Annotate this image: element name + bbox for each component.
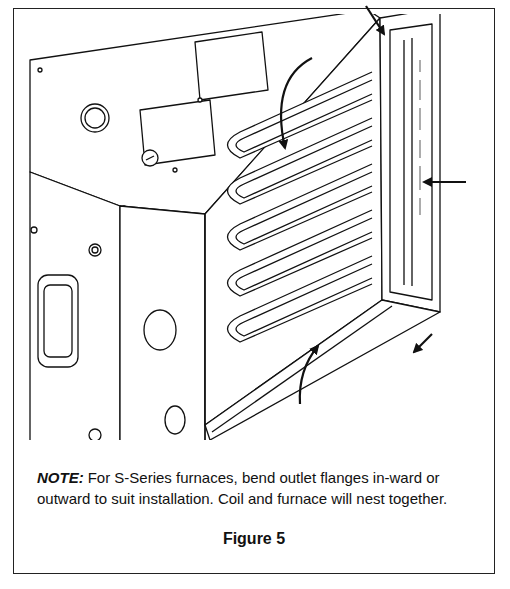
figure-caption: Figure 5	[13, 530, 495, 548]
note-text: NOTE:For S-Series furnaces, bend outlet …	[37, 467, 477, 509]
note-heading: NOTE:	[37, 469, 84, 486]
note-body: For S-Series furnaces, bend outlet flang…	[37, 469, 447, 507]
caption-text: Figure 5	[223, 530, 285, 547]
